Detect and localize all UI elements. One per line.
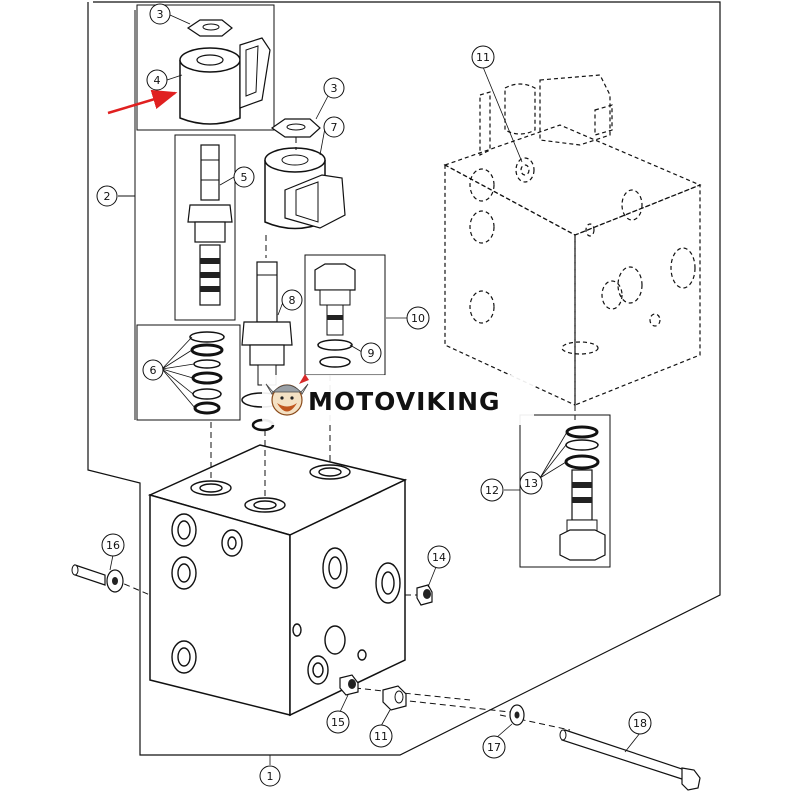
svg-text:12: 12: [485, 484, 499, 497]
highlight-arrow: [107, 89, 178, 115]
nut-3-left: [186, 19, 233, 37]
group-2-bracket: [118, 10, 136, 420]
seal-13-leader-lines: [539, 431, 568, 479]
svg-text:3: 3: [157, 8, 164, 21]
svg-text:3: 3: [331, 82, 338, 95]
relief-valve-10: [314, 263, 356, 368]
pin-16: [71, 564, 124, 593]
svg-text:14: 14: [432, 551, 446, 564]
cartridge-12-box: [519, 414, 611, 568]
plug-11: [382, 685, 407, 711]
svg-text:4: 4: [154, 74, 161, 87]
plug-15: [339, 674, 359, 696]
coil-7: [264, 147, 346, 230]
svg-text:2: 2: [104, 190, 111, 203]
svg-text:17: 17: [487, 741, 501, 754]
coil-4: [179, 37, 271, 125]
callout-3-center: 3: [323, 77, 345, 99]
callout-6: 6: [142, 359, 164, 381]
callout-7: 7: [323, 116, 345, 138]
bolt-18: [559, 729, 701, 791]
seal-6-leader-lines: [161, 336, 196, 409]
callout-17: 17: [482, 735, 506, 759]
svg-text:9: 9: [368, 347, 375, 360]
cartridge-5: [187, 144, 233, 306]
callout-14: 14: [427, 545, 451, 569]
callout-9: 9: [360, 342, 382, 364]
svg-text:10: 10: [411, 312, 425, 325]
svg-text:18: 18: [633, 717, 647, 730]
coil-group-box: [136, 4, 275, 131]
seal-kit-box: [136, 324, 241, 421]
callout-1: 1: [259, 765, 281, 787]
callout-4: 4: [146, 69, 168, 91]
svg-text:16: 16: [106, 539, 120, 552]
svg-text:5: 5: [241, 171, 248, 184]
callout-12: 12: [480, 478, 504, 502]
callout-8: 8: [281, 289, 303, 311]
callout-16: 16: [101, 533, 125, 557]
reference-valve-block: [443, 74, 702, 406]
svg-text:1: 1: [267, 770, 274, 783]
valve-block-main: [147, 444, 408, 717]
callout-11-top: 11: [471, 45, 495, 69]
svg-text:8: 8: [289, 294, 296, 307]
viking-mascot-logo: [265, 374, 309, 416]
washer-17: [509, 704, 525, 726]
nut-3-center: [270, 118, 321, 138]
watermark-text: MOTOVIKING: [308, 387, 501, 416]
watermark-banner: MOTOVIKING: [262, 374, 534, 425]
valve-block-ports: [171, 464, 401, 685]
svg-text:7: 7: [331, 121, 338, 134]
callout-2: 2: [96, 185, 118, 207]
seal-kit-6: [189, 331, 225, 415]
callout-13: 13: [519, 471, 543, 495]
svg-text:15: 15: [331, 716, 345, 729]
cartridge-12: [559, 425, 606, 561]
plug-14: [416, 584, 433, 606]
cartridge-8: [241, 261, 293, 386]
cartridge-box: [174, 134, 236, 321]
svg-text:6: 6: [150, 364, 157, 377]
svg-text:13: 13: [524, 477, 538, 490]
svg-text:11: 11: [374, 730, 388, 743]
callout-leaders: [109, 14, 641, 765]
callout-11-bottom: 11: [369, 724, 393, 748]
callout-15: 15: [326, 710, 350, 734]
callout-5: 5: [233, 166, 255, 188]
callout-18: 18: [628, 711, 652, 735]
callout-3-left: 3: [149, 3, 171, 25]
callout-10: 10: [406, 306, 430, 330]
svg-text:11: 11: [476, 51, 490, 64]
